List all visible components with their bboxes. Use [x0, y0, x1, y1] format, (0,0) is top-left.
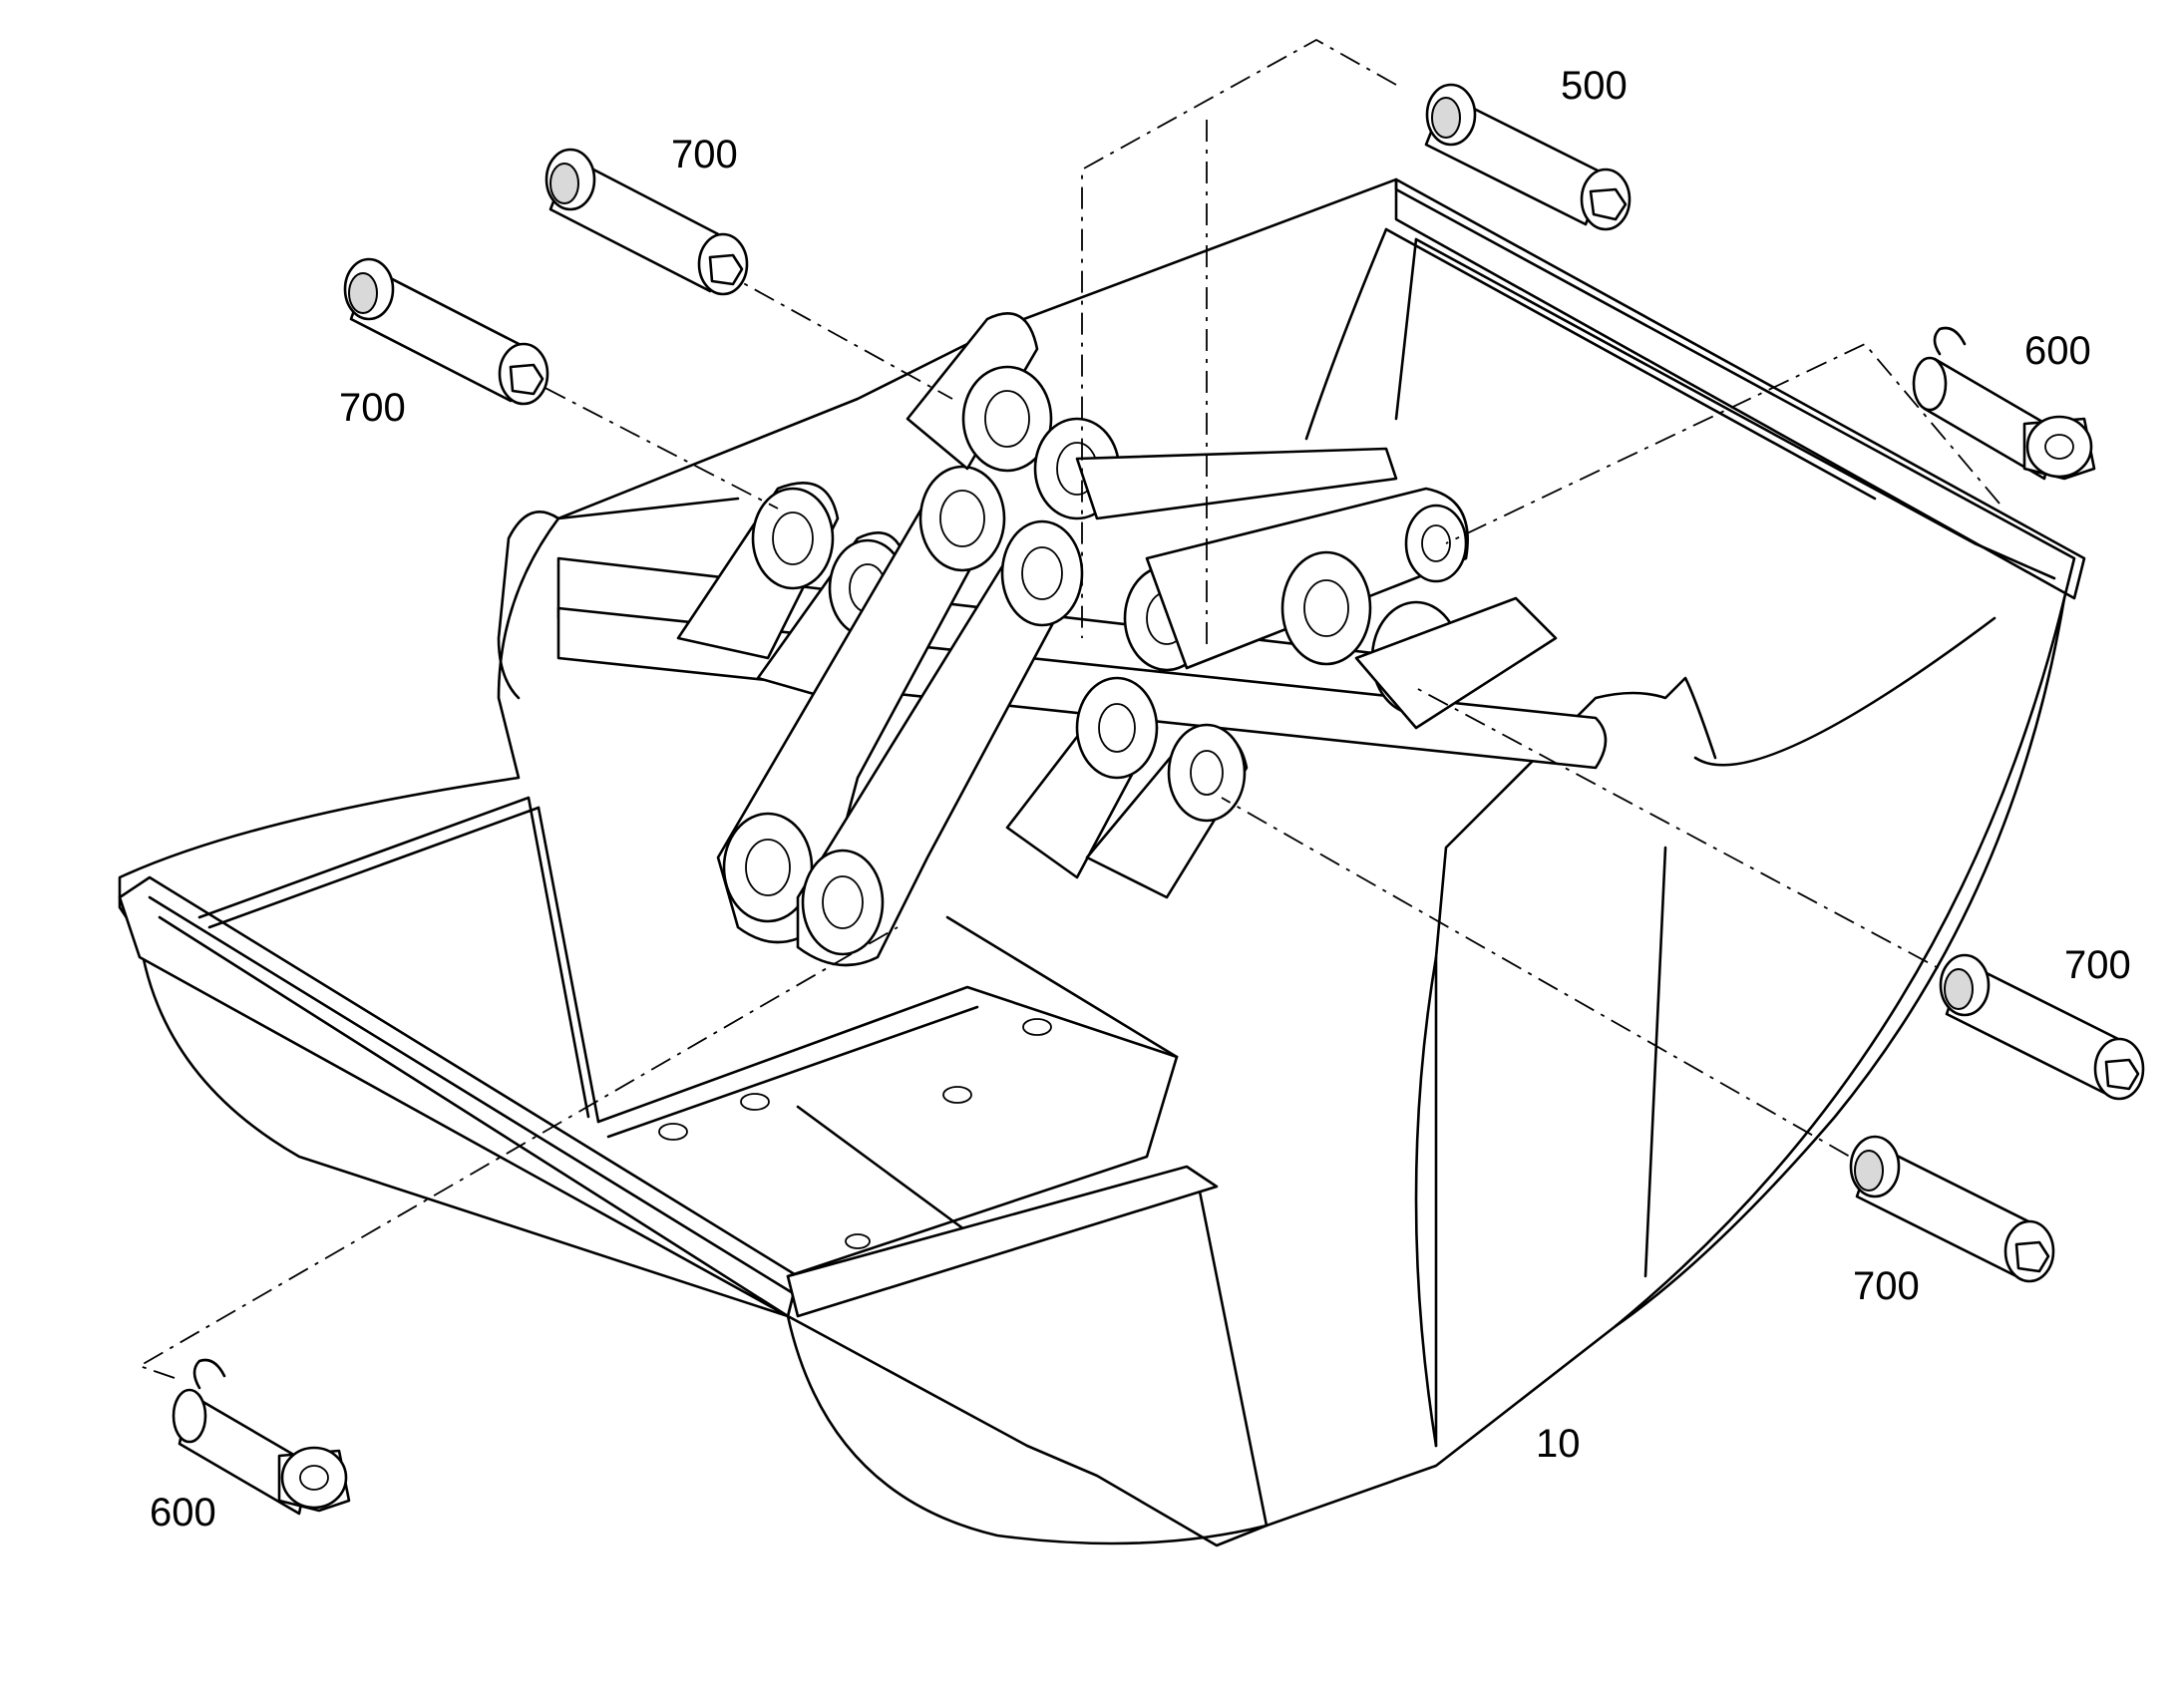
label-pin-700-right-a: 700: [2064, 943, 2131, 987]
pin-700-upper-left-b: [343, 257, 549, 406]
label-pin-700-right-b: 700: [1853, 1264, 1920, 1308]
hinge-assembly: [556, 312, 1608, 967]
label-pin-700-upper-left-b: 700: [339, 386, 406, 430]
label-pin-600-right: 600: [2024, 329, 2091, 373]
label-pin-600-left: 600: [150, 1491, 216, 1535]
pin-700-upper-left-a: [545, 148, 749, 296]
pin-500: [1424, 83, 1632, 231]
pin-700-right-a: [1939, 953, 2145, 1101]
label-pin-500: 500: [1561, 64, 1628, 108]
pin-600-left: [172, 1358, 351, 1516]
pin-600-right: [1912, 326, 2096, 481]
label-pin-700-upper-left-a: 700: [671, 133, 738, 176]
label-bucket: 10: [1536, 1422, 1581, 1466]
pin-700-right-b: [1849, 1135, 2055, 1283]
assembly-lines: [137, 38, 2000, 1379]
